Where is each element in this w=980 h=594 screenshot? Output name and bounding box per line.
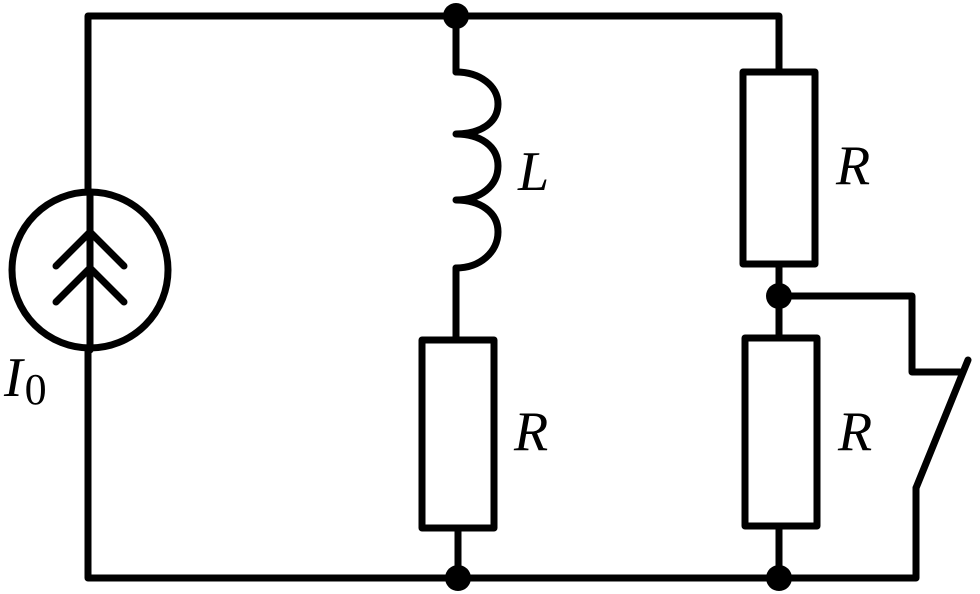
current-source-chevron-lower (52, 264, 128, 306)
junction-node-bottom-right (766, 565, 792, 591)
switch-blade (912, 356, 972, 492)
wires (84, 12, 964, 582)
resistor-right-bottom (741, 334, 821, 530)
inductor-label: L (517, 141, 549, 203)
junction-node-bottom-middle (445, 565, 471, 591)
wire-bottom-right (454, 484, 920, 582)
wire-switch-top (775, 292, 964, 376)
wire-top-left (84, 12, 460, 196)
junction-node-top (443, 3, 469, 29)
wire-bottom-left (84, 344, 462, 582)
resistor-right-top-label: R (835, 135, 870, 197)
source-label: I0 (3, 347, 47, 414)
current-source-chevron-upper (52, 228, 128, 270)
inductor-coil (452, 68, 502, 272)
resistor-right-top (739, 68, 819, 268)
resistor-middle-label: R (513, 401, 548, 463)
resistor-middle (418, 336, 498, 532)
junction-node-right-mid (766, 283, 792, 309)
wire-top-right (452, 12, 783, 76)
current-source (8, 188, 172, 354)
resistor-right-bottom-label: R (837, 401, 872, 463)
